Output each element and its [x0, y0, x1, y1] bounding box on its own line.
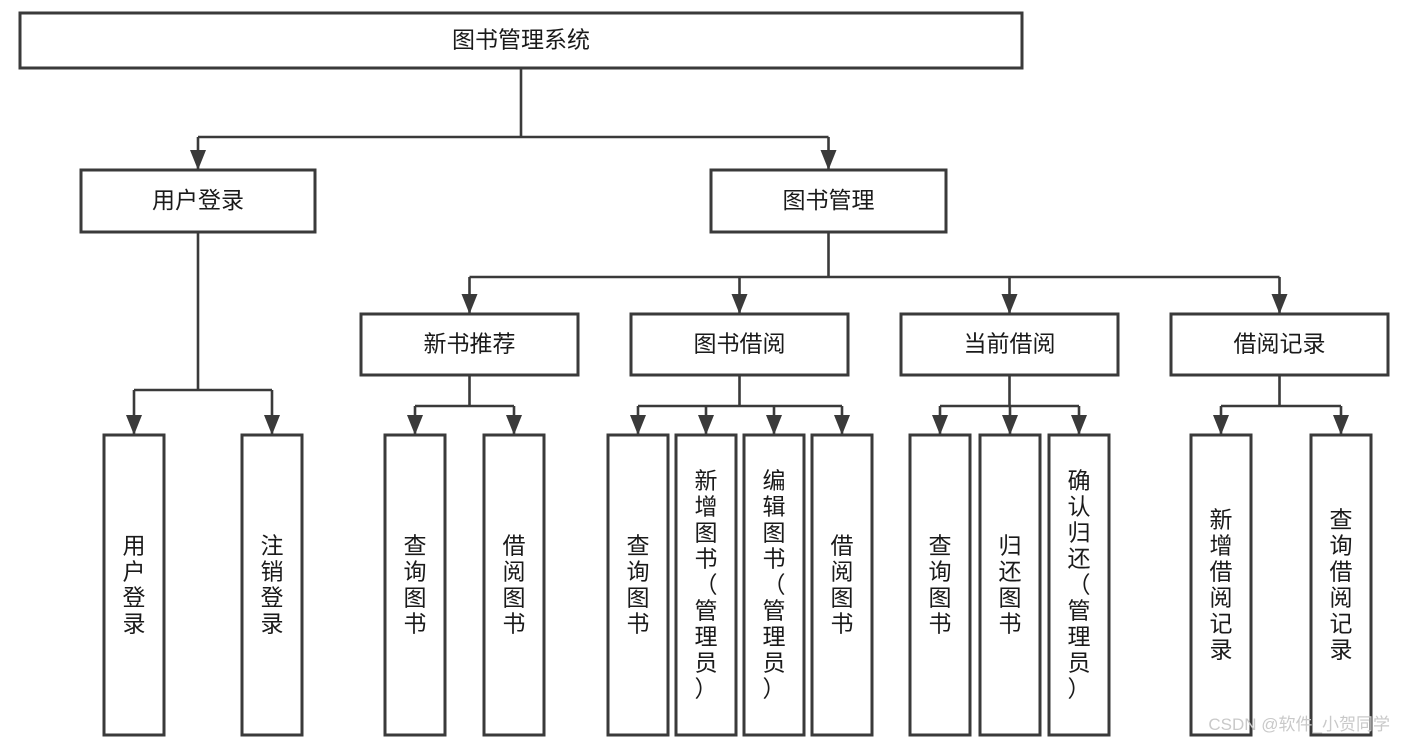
node-leaf-查询图书[interactable]: 查询图书 [383, 433, 447, 737]
node-label-vertical: 借阅图书 [503, 532, 526, 636]
arrow-head [820, 150, 837, 170]
node-label-vertical: 查询图书 [404, 532, 427, 636]
arrow-head [407, 415, 423, 435]
node-box [1309, 433, 1373, 737]
node-box [1189, 433, 1253, 737]
node-label: 用户登录 [152, 187, 244, 213]
node-box [18, 11, 1024, 70]
arrow-head [126, 415, 142, 435]
node-label: 借阅记录 [1234, 331, 1326, 357]
arrow-head [264, 415, 280, 435]
box-layer: 图书管理系统用户登录图书管理新书推荐图书借阅当前借阅借阅记录用户登录注销登录查询… [18, 11, 1390, 737]
node-l3-当前借阅[interactable]: 当前借阅 [899, 312, 1120, 377]
node-label-vertical: 查询借阅记录 [1330, 506, 1353, 662]
arrow-head [630, 415, 646, 435]
arrow-head [766, 415, 782, 435]
node-leaf-新增借阅记录[interactable]: 新增借阅记录 [1189, 433, 1253, 737]
node-l3-图书借阅[interactable]: 图书借阅 [629, 312, 850, 377]
arrow-head [834, 415, 850, 435]
node-label: 图书管理系统 [452, 27, 590, 53]
node-leaf-注销登录[interactable]: 注销登录 [240, 433, 304, 737]
arrow-head [461, 294, 478, 314]
node-box [359, 312, 580, 377]
node-box [674, 433, 738, 737]
node-box [1047, 433, 1111, 737]
arrow-head [698, 415, 714, 435]
node-label-vertical: 注销登录 [261, 532, 284, 636]
node-box [810, 433, 874, 737]
arrow-head [506, 415, 522, 435]
node-label: 新书推荐 [424, 331, 516, 357]
node-label-vertical: 归还图书 [999, 532, 1022, 636]
node-label-vertical: 查询图书 [627, 532, 650, 636]
node-box [742, 433, 806, 737]
arrow-head [190, 150, 206, 170]
node-l3-新书推荐[interactable]: 新书推荐 [359, 312, 580, 377]
csdn-watermark: CSDN @软件_小贺同学 [1208, 715, 1390, 734]
node-label-vertical: 新增图书（管理员） [695, 467, 718, 701]
node-box [482, 433, 546, 737]
node-leaf-查询借阅记录[interactable]: 查询借阅记录 [1309, 433, 1373, 737]
node-root-图书管理系统[interactable]: 图书管理系统 [18, 11, 1024, 70]
node-l2-用户登录[interactable]: 用户登录 [79, 168, 317, 234]
arrow-head [1001, 294, 1018, 314]
node-leaf-借阅图书[interactable]: 借阅图书 [810, 433, 874, 737]
node-box [606, 433, 670, 737]
node-leaf-查询图书[interactable]: 查询图书 [606, 433, 670, 737]
node-box [240, 433, 304, 737]
node-leaf-新增图书管理员[interactable]: 新增图书（管理员） [674, 433, 738, 737]
node-label-vertical: 编辑图书（管理员） [763, 467, 786, 701]
node-box [899, 312, 1120, 377]
node-leaf-确认归还管理员[interactable]: 确认归还（管理员） [1047, 433, 1111, 737]
arrow-head [1271, 294, 1288, 314]
node-label-vertical: 查询图书 [929, 532, 952, 636]
node-label-vertical: 用户登录 [123, 532, 146, 636]
node-label-vertical: 借阅图书 [831, 532, 854, 636]
node-box [908, 433, 972, 737]
node-label: 图书管理 [783, 187, 875, 213]
node-label: 图书借阅 [694, 331, 786, 357]
node-box [79, 168, 317, 234]
arrow-head [731, 294, 748, 314]
node-box [102, 433, 166, 737]
node-leaf-编辑图书管理员[interactable]: 编辑图书（管理员） [742, 433, 806, 737]
node-leaf-查询图书[interactable]: 查询图书 [908, 433, 972, 737]
node-box [978, 433, 1042, 737]
node-leaf-借阅图书[interactable]: 借阅图书 [482, 433, 546, 737]
arrow-head [1002, 415, 1018, 435]
node-label-vertical: 确认归还（管理员） [1068, 467, 1091, 701]
node-box [629, 312, 850, 377]
node-label-vertical: 新增借阅记录 [1210, 506, 1233, 662]
arrow-head [1213, 415, 1229, 435]
arrow-head [1333, 415, 1349, 435]
node-label: 当前借阅 [964, 331, 1056, 357]
connector-layer [126, 68, 1349, 435]
node-l2-图书管理[interactable]: 图书管理 [709, 168, 948, 234]
arrow-head [932, 415, 948, 435]
node-box [1169, 312, 1390, 377]
node-box [383, 433, 447, 737]
node-box [709, 168, 948, 234]
node-l3-借阅记录[interactable]: 借阅记录 [1169, 312, 1390, 377]
arrow-head [1071, 415, 1087, 435]
node-leaf-用户登录[interactable]: 用户登录 [102, 433, 166, 737]
node-leaf-归还图书[interactable]: 归还图书 [978, 433, 1042, 737]
